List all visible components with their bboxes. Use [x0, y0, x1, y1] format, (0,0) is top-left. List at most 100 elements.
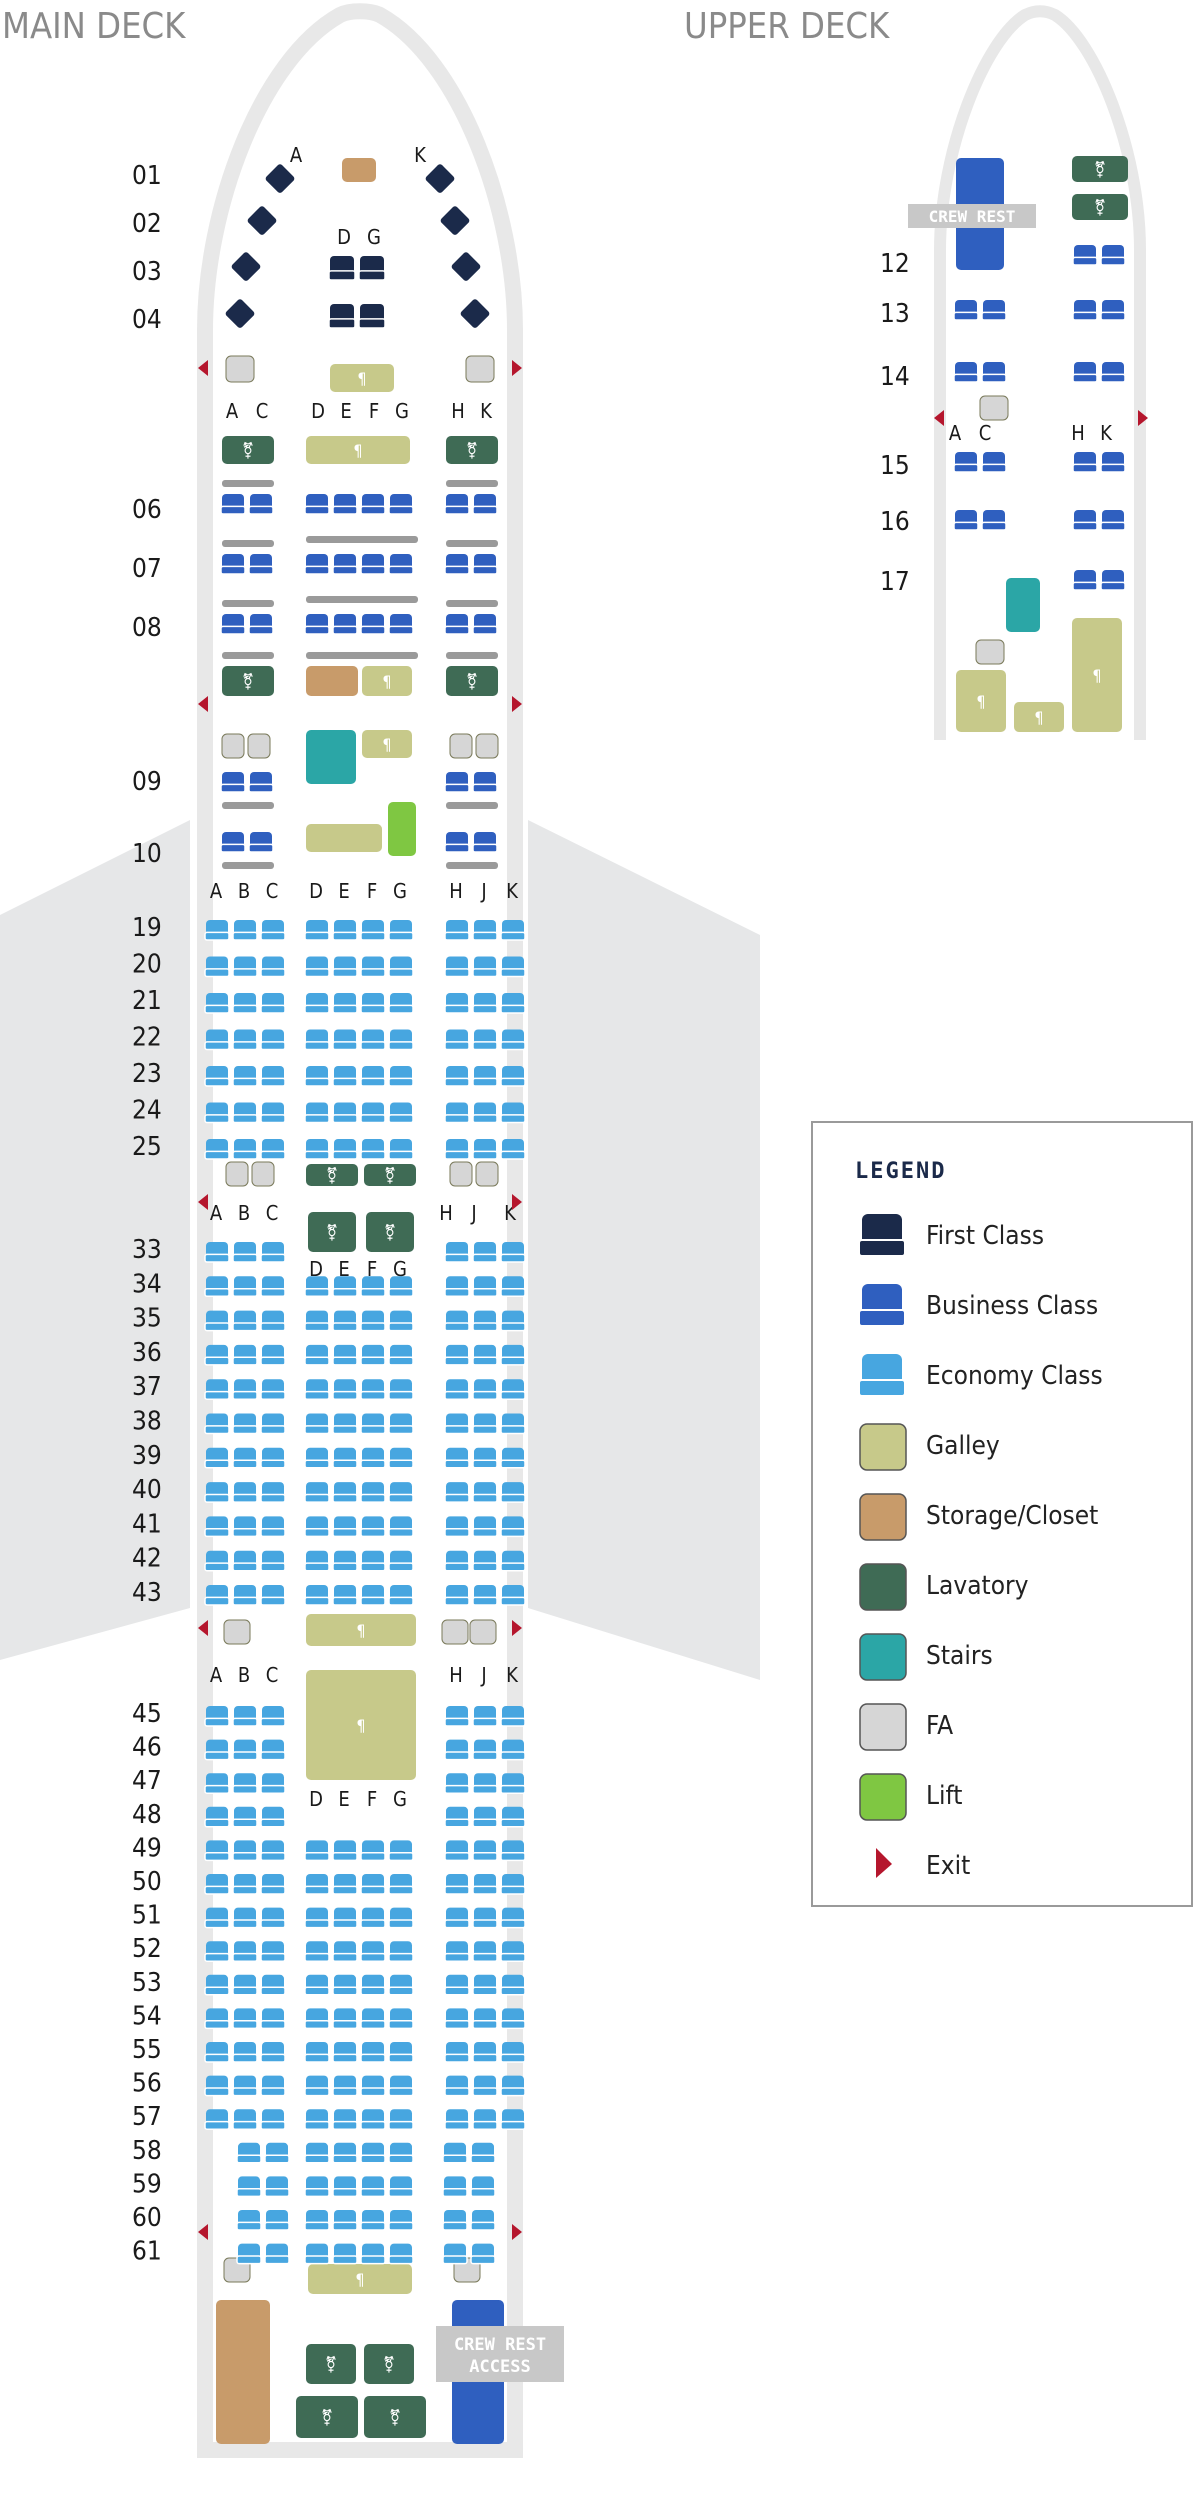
economy-class-seat[interactable]: [388, 2142, 414, 2164]
economy-class-seat[interactable]: [260, 2042, 286, 2063]
economy-class-seat[interactable]: [360, 1413, 386, 1435]
economy-class-seat[interactable]: [444, 956, 470, 978]
economy-class-seat[interactable]: [444, 2075, 470, 2097]
economy-class-seat[interactable]: [444, 1242, 470, 1263]
economy-class-seat[interactable]: [204, 1974, 230, 1996]
economy-class-seat[interactable]: [304, 1029, 330, 1051]
economy-class-seat[interactable]: [260, 956, 286, 978]
economy-class-seat[interactable]: [444, 2042, 470, 2063]
economy-class-seat[interactable]: [360, 1974, 386, 1996]
economy-class-seat[interactable]: [500, 1482, 526, 1503]
economy-class-seat[interactable]: [232, 2042, 258, 2063]
economy-class-seat[interactable]: [360, 1447, 386, 1469]
economy-class-seat[interactable]: [232, 920, 258, 941]
economy-class-seat[interactable]: [360, 1840, 386, 1862]
economy-class-seat[interactable]: [360, 1907, 386, 1929]
economy-class-seat[interactable]: [442, 2243, 468, 2265]
economy-class-seat[interactable]: [472, 1066, 498, 1087]
economy-class-seat[interactable]: [260, 1585, 286, 1606]
business-class-seat[interactable]: [1100, 245, 1126, 266]
economy-class-seat[interactable]: [444, 1102, 470, 1124]
economy-class-seat[interactable]: [388, 1516, 414, 1538]
economy-class-seat[interactable]: [444, 1706, 470, 1727]
economy-class-seat[interactable]: [360, 2176, 386, 2198]
economy-class-seat[interactable]: [232, 1379, 258, 1400]
economy-class-seat[interactable]: [444, 1907, 470, 1929]
economy-class-seat[interactable]: [204, 1550, 230, 1572]
economy-class-seat[interactable]: [264, 2142, 290, 2164]
economy-class-seat[interactable]: [388, 1447, 414, 1469]
business-class-seat[interactable]: [981, 362, 1007, 383]
economy-class-seat[interactable]: [204, 920, 230, 941]
economy-class-seat[interactable]: [232, 1344, 258, 1366]
economy-class-seat[interactable]: [360, 1941, 386, 1962]
economy-class-seat[interactable]: [232, 1941, 258, 1962]
economy-class-seat[interactable]: [232, 1550, 258, 1572]
economy-class-seat[interactable]: [204, 1447, 230, 1469]
economy-class-seat[interactable]: [388, 2008, 414, 2030]
economy-class-seat[interactable]: [360, 1310, 386, 1332]
economy-class-seat[interactable]: [332, 1907, 358, 1929]
economy-class-seat[interactable]: [232, 1739, 258, 1761]
economy-class-seat[interactable]: [304, 2142, 330, 2164]
economy-class-seat[interactable]: [260, 2075, 286, 2097]
economy-class-seat[interactable]: [500, 1066, 526, 1087]
economy-class-seat[interactable]: [500, 1516, 526, 1538]
first-class-seat[interactable]: [424, 163, 455, 194]
economy-class-seat[interactable]: [444, 1773, 470, 1794]
first-class-seat[interactable]: [459, 298, 490, 329]
economy-class-seat[interactable]: [472, 2075, 498, 2097]
economy-class-seat[interactable]: [388, 1874, 414, 1895]
economy-class-seat[interactable]: [444, 1029, 470, 1051]
business-class-seat[interactable]: [1100, 452, 1126, 473]
economy-class-seat[interactable]: [332, 2210, 358, 2231]
economy-class-seat[interactable]: [472, 2109, 498, 2130]
economy-class-seat[interactable]: [304, 1310, 330, 1332]
economy-class-seat[interactable]: [444, 993, 470, 1014]
business-class-seat[interactable]: [444, 832, 470, 853]
business-class-seat[interactable]: [981, 510, 1007, 531]
business-class-seat[interactable]: [332, 494, 358, 515]
economy-class-seat[interactable]: [260, 1102, 286, 1124]
economy-class-seat[interactable]: [500, 1974, 526, 1996]
economy-class-seat[interactable]: [444, 1941, 470, 1962]
business-class-seat[interactable]: [1100, 510, 1126, 531]
economy-class-seat[interactable]: [304, 1102, 330, 1124]
economy-class-seat[interactable]: [232, 1806, 258, 1828]
economy-class-seat[interactable]: [472, 2008, 498, 2030]
economy-class-seat[interactable]: [360, 956, 386, 978]
first-class-seat[interactable]: [230, 251, 261, 282]
economy-class-seat[interactable]: [388, 1907, 414, 1929]
economy-class-seat[interactable]: [360, 1066, 386, 1087]
economy-class-seat[interactable]: [360, 2042, 386, 2063]
economy-class-seat[interactable]: [360, 1516, 386, 1538]
economy-class-seat[interactable]: [232, 1139, 258, 1160]
business-class-seat[interactable]: [444, 494, 470, 515]
economy-class-seat[interactable]: [360, 1029, 386, 1051]
economy-class-seat[interactable]: [500, 1310, 526, 1332]
economy-class-seat[interactable]: [442, 2176, 468, 2198]
economy-class-seat[interactable]: [444, 1585, 470, 1606]
economy-class-seat[interactable]: [332, 1974, 358, 1996]
economy-class-seat[interactable]: [360, 2243, 386, 2265]
first-class-seat[interactable]: [328, 304, 356, 329]
economy-class-seat[interactable]: [260, 1276, 286, 1298]
economy-class-seat[interactable]: [236, 2142, 262, 2164]
economy-class-seat[interactable]: [500, 1344, 526, 1366]
economy-class-seat[interactable]: [260, 1344, 286, 1366]
business-class-seat[interactable]: [220, 554, 246, 575]
economy-class-seat[interactable]: [444, 1379, 470, 1400]
economy-class-seat[interactable]: [304, 1482, 330, 1503]
economy-class-seat[interactable]: [444, 1806, 470, 1828]
economy-class-seat[interactable]: [388, 1941, 414, 1962]
economy-class-seat[interactable]: [204, 956, 230, 978]
economy-class-seat[interactable]: [232, 1447, 258, 1469]
economy-class-seat[interactable]: [260, 1516, 286, 1538]
economy-class-seat[interactable]: [360, 1139, 386, 1160]
economy-class-seat[interactable]: [204, 1066, 230, 1087]
economy-class-seat[interactable]: [204, 2075, 230, 2097]
economy-class-seat[interactable]: [388, 2075, 414, 2097]
economy-class-seat[interactable]: [204, 2008, 230, 2030]
economy-class-seat[interactable]: [472, 1447, 498, 1469]
business-class-seat[interactable]: [953, 510, 979, 531]
